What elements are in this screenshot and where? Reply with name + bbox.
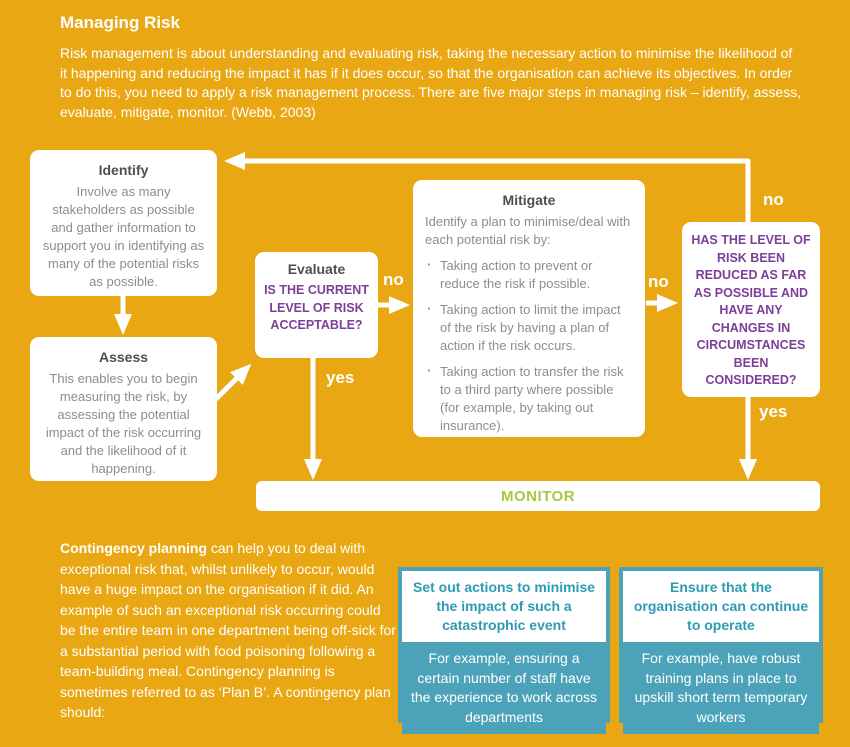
- contingency-paragraph: Contingency planning can help you to dea…: [60, 538, 398, 723]
- mitigate-intro: Identify a plan to minimise/deal with ea…: [425, 214, 631, 247]
- label-no-evaluate: no: [383, 270, 404, 289]
- card-body: For example, ensuring a certain number o…: [402, 642, 606, 734]
- card-header: Set out actions to minimise the impact o…: [402, 571, 606, 642]
- mitigate-title: Mitigate: [502, 192, 556, 208]
- identify-title: Identify: [98, 162, 149, 178]
- label-no-review: no: [763, 190, 784, 209]
- assess-box: Assess This enables you to begin measuri…: [30, 337, 217, 481]
- label-no-mitigate: no: [648, 272, 669, 291]
- identify-body: Involve as many stakeholders as possible…: [42, 184, 205, 289]
- contingency-card-continue-operate: Ensure that the organisation can continu…: [619, 567, 823, 734]
- contingency-card-minimise-impact: Set out actions to minimise the impact o…: [398, 567, 610, 734]
- contingency-body: can help you to deal with exceptional ri…: [60, 540, 396, 720]
- page-title: Managing Risk: [60, 13, 180, 32]
- monitor-bar: MONITOR: [256, 481, 820, 511]
- arrow-assess-to-evaluate: [212, 363, 252, 403]
- assess-title: Assess: [98, 349, 149, 365]
- evaluate-box: Evaluate IS THE CURRENT LEVEL OF RISK AC…: [255, 252, 378, 358]
- card-header: Ensure that the organisation can continu…: [623, 571, 819, 642]
- label-yes-evaluate: yes: [326, 368, 355, 387]
- mitigate-bullet: Taking action to prevent or reduce the r…: [425, 256, 633, 293]
- intro-paragraph: Risk management is about understanding a…: [60, 45, 802, 120]
- monitor-label: MONITOR: [500, 487, 576, 505]
- mitigate-bullet: Taking action to transfer the risk to a …: [425, 362, 633, 435]
- mitigate-box: Mitigate Identify a plan to minimise/dea…: [413, 180, 645, 437]
- mitigate-bullet-list: Taking action to prevent or reduce the r…: [425, 256, 633, 435]
- evaluate-title: Evaluate: [287, 261, 346, 277]
- card-body: For example, have robust training plans …: [623, 642, 819, 734]
- contingency-lead: Contingency planning: [60, 540, 207, 556]
- identify-box: Identify Involve as many stakeholders as…: [30, 150, 217, 296]
- assess-body: This enables you to begin measuring the …: [45, 371, 202, 476]
- review-question: HAS THE LEVEL OF RISK BEEN REDUCED AS FA…: [691, 233, 811, 388]
- evaluate-question: IS THE CURRENT LEVEL OF RISK ACCEPTABLE?: [264, 283, 369, 332]
- label-yes-review: yes: [759, 402, 788, 421]
- review-box: HAS THE LEVEL OF RISK BEEN REDUCED AS FA…: [682, 222, 820, 397]
- mitigate-bullet: Taking action to limit the impact of the…: [425, 300, 633, 355]
